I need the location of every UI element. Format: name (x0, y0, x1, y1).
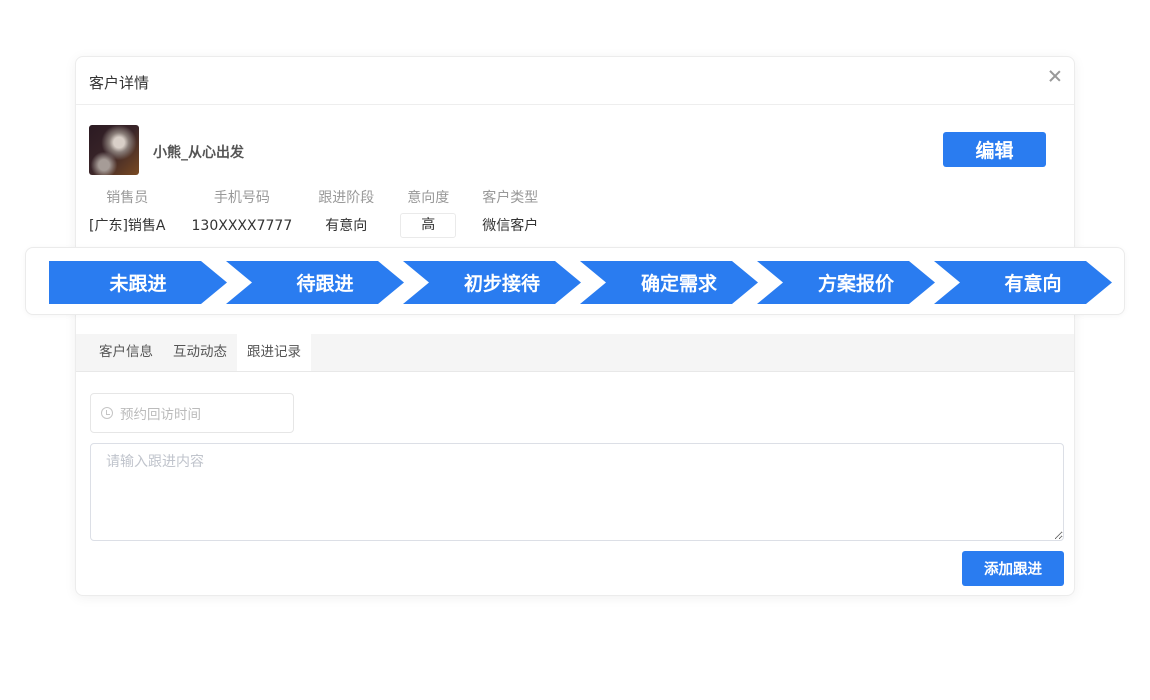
stage-step-4[interactable]: 确定需求 (580, 261, 758, 304)
stage-step-1[interactable]: 未跟进 (49, 261, 227, 304)
info-label: 跟进阶段 (318, 190, 375, 206)
info-label: 销售员 (106, 190, 149, 206)
tab-interactions[interactable]: 互动动态 (173, 344, 227, 360)
stage-step-5[interactable]: 方案报价 (757, 261, 935, 304)
info-label: 客户类型 (482, 190, 539, 206)
info-phone: 手机号码 130XXXX7777 (192, 187, 293, 239)
callback-time-picker[interactable]: 预约回访时间 (90, 393, 294, 433)
tab-followup-records[interactable]: 跟进记录 (237, 334, 311, 371)
clock-icon (101, 407, 113, 419)
info-customer-type: 客户类型 微信客户 (482, 187, 538, 239)
add-followup-button[interactable]: 添加跟进 (962, 551, 1064, 586)
close-icon[interactable] (1046, 67, 1064, 85)
stage-step-2[interactable]: 待跟进 (226, 261, 404, 304)
tab-customer-info[interactable]: 客户信息 (99, 344, 153, 360)
stage-step-3[interactable]: 初步接待 (403, 261, 581, 304)
intent-badge: 高 (400, 213, 457, 238)
stage-progress-bar: 未跟进 待跟进 初步接待 确定需求 方案报价 有意向 (25, 247, 1125, 315)
info-value: 有意向 (325, 218, 368, 234)
info-value: 微信客户 (482, 218, 539, 234)
info-value: [广东]销售A (89, 218, 166, 234)
info-stage: 跟进阶段 有意向 (318, 187, 374, 239)
customer-detail-dialog: 客户详情 小熊_从心出发 编辑 销售员 [广东]销售A 手机号码 130XXXX… (75, 56, 1075, 596)
stage-step-6[interactable]: 有意向 (934, 261, 1112, 304)
info-value: 130XXXX7777 (191, 218, 293, 234)
info-label: 手机号码 (213, 190, 270, 206)
followup-content-input[interactable] (90, 443, 1064, 541)
stage-steps: 未跟进 待跟进 初步接待 确定需求 方案报价 有意向 (49, 261, 1114, 304)
info-intent: 意向度 高 (400, 187, 457, 239)
info-label: 意向度 (407, 190, 450, 206)
dialog-header: 客户详情 (76, 57, 1074, 105)
customer-name: 小熊_从心出发 (153, 145, 244, 161)
customer-info-summary: 销售员 [广东]销售A 手机号码 130XXXX7777 跟进阶段 有意向 意向… (89, 187, 564, 239)
avatar (89, 125, 139, 175)
detail-tabs: 客户信息 互动动态 跟进记录 (76, 334, 1074, 372)
callback-time-placeholder: 预约回访时间 (120, 407, 201, 423)
edit-button[interactable]: 编辑 (943, 132, 1046, 167)
dialog-title: 客户详情 (89, 74, 150, 92)
info-salesperson: 销售员 [广东]销售A (89, 187, 166, 239)
